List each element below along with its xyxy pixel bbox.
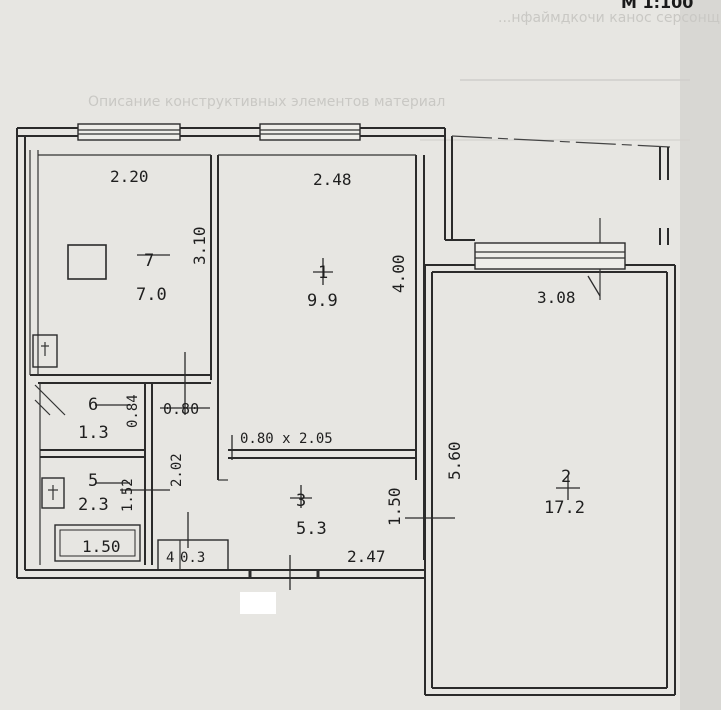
sink-icon [32, 334, 58, 368]
dim-1-52: 1.52 [120, 478, 136, 512]
outer-walls [16, 127, 676, 696]
dim-3-08: 3.08 [537, 288, 576, 307]
room-5-area: 2.3 [78, 495, 109, 515]
windows [77, 123, 626, 614]
faint-header-text-1: ...нфаймдкочи канос серсонщя [498, 10, 721, 26]
bathtub-icon [54, 524, 141, 562]
dim-2-47: 2.47 [347, 547, 386, 566]
room-6-area: 1.3 [78, 423, 109, 443]
dim-door-0-80x2-05: 0.80 x 2.05 [240, 431, 333, 447]
room-6-number: 6 [88, 395, 98, 415]
room-4-area: 0.3 [180, 550, 205, 566]
dim-2-48: 2.48 [313, 170, 352, 189]
dim-0-84: 0.84 [125, 394, 141, 428]
room-2-area: 17.2 [544, 498, 585, 518]
dim-1-50-vertical: 1.50 [385, 487, 404, 526]
faint-header-text-2: Описание конструктивных элементов матери… [88, 94, 445, 110]
interior-walls [29, 150, 425, 571]
dim-2-02: 2.02 [169, 453, 185, 487]
dim-0-80: 0.80 [163, 400, 199, 418]
washbasin-icon [41, 477, 65, 509]
room-3-area: 5.3 [296, 519, 327, 539]
scale-label: М 1:100 [621, 0, 693, 12]
fixtures [32, 244, 141, 562]
stove-icon [67, 244, 107, 280]
dim-bath-1-50: 1.50 [82, 537, 121, 556]
room-7-number: 7 [144, 251, 154, 271]
dim-5-60: 5.60 [445, 441, 464, 480]
dimension-ticks [95, 254, 601, 590]
room-2-number: 2 [561, 467, 571, 487]
dimension-labels: 2.20 2.48 3.10 4.00 3.08 5.60 0.80 0.84 … [82, 167, 576, 566]
room-1-number: 1 [318, 263, 328, 283]
room-labels: 7 7.0 1 9.9 2 17.2 3 5.3 6 1.3 5 2.3 4 0… [78, 251, 585, 566]
room-1-area: 9.9 [307, 291, 338, 311]
room-5-number: 5 [88, 471, 98, 491]
room-3-number: 3 [296, 491, 306, 511]
dim-4-00: 4.00 [389, 254, 408, 293]
entrance-door-marker [240, 592, 276, 614]
dim-2-20: 2.20 [110, 167, 149, 186]
room-4-number: 4 [166, 550, 174, 566]
dim-3-10: 3.10 [190, 226, 209, 265]
room-7-area: 7.0 [136, 285, 167, 305]
